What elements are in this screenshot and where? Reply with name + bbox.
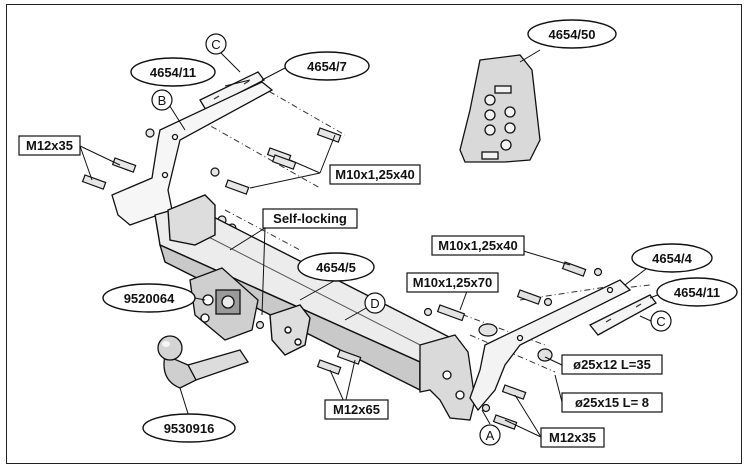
bolts-top-left [81,127,342,233]
label-spacer-25x12: ø25x12 L=35 [561,354,663,375]
label-4654-11-left: 4654/11 [130,57,216,87]
callout-c-right: C [650,310,672,332]
svg-text:9520064: 9520064 [124,291,175,306]
label-4654-11-right: 4654/11 [656,277,738,307]
svg-text:ø25x12 L=35: ø25x12 L=35 [573,357,651,372]
label-m10x125x40-right: M10x1,25x40 [431,235,525,256]
svg-text:M10x1,25x40: M10x1,25x40 [438,238,518,253]
label-4654-50: 4654/50 [527,19,617,49]
svg-text:D: D [370,296,379,311]
svg-text:4654/11: 4654/11 [674,285,720,300]
label-4654-7: 4654/7 [284,51,370,81]
callout-d: D [364,292,386,314]
svg-text:A: A [486,428,495,443]
towball-9530916-shape [157,335,250,389]
bracket-4654-11-right-shape [588,294,657,336]
bracket-4654-7-shape [111,81,274,226]
bolts-right [255,261,603,430]
callout-b: B [151,89,173,111]
label-9520064: 9520064 [102,283,196,313]
svg-text:Self-locking: Self-locking [273,211,347,226]
label-self-locking: Self-locking [262,208,358,229]
label-m10x125x40-top: M10x1,25x40 [329,164,421,185]
kit-4654-50-bag [459,54,541,163]
svg-text:M12x35: M12x35 [549,430,596,445]
callout-a: A [479,424,501,446]
label-m12x65: M12x65 [324,399,389,420]
callout-c-top: C [205,33,227,55]
label-4654-5: 4654/5 [297,252,375,282]
label-m12x35-right: M12x35 [540,427,605,448]
svg-text:C: C [656,314,665,329]
label-9530916: 9530916 [142,413,236,443]
svg-text:M12x65: M12x65 [333,402,380,417]
svg-text:M10x1,25x70: M10x1,25x70 [413,275,493,290]
label-m12x35-left: M12x35 [18,135,81,156]
svg-text:B: B [158,93,167,108]
svg-text:C: C [211,37,220,52]
crossbar-right-end-shape [419,334,476,421]
socket-plate-shape [189,267,259,341]
svg-text:M12x35: M12x35 [26,138,73,153]
svg-text:4654/5: 4654/5 [316,260,356,275]
svg-text:4654/11: 4654/11 [150,65,196,80]
leader-lines [79,49,666,438]
svg-text:9530916: 9530916 [164,421,215,436]
svg-text:4654/50: 4654/50 [549,27,596,42]
svg-text:4654/7: 4654/7 [307,59,347,74]
svg-text:ø25x15 L= 8: ø25x15 L= 8 [575,395,649,410]
label-spacer-25x15: ø25x15 L= 8 [561,392,663,413]
bracket-4654-11-left-shape [199,71,265,111]
label-m10x125x70: M10x1,25x70 [406,272,499,293]
svg-text:4654/4: 4654/4 [652,251,693,266]
svg-text:M10x1,25x40: M10x1,25x40 [335,167,415,182]
label-4654-4: 4654/4 [631,243,713,273]
diagram-frame [6,4,742,464]
